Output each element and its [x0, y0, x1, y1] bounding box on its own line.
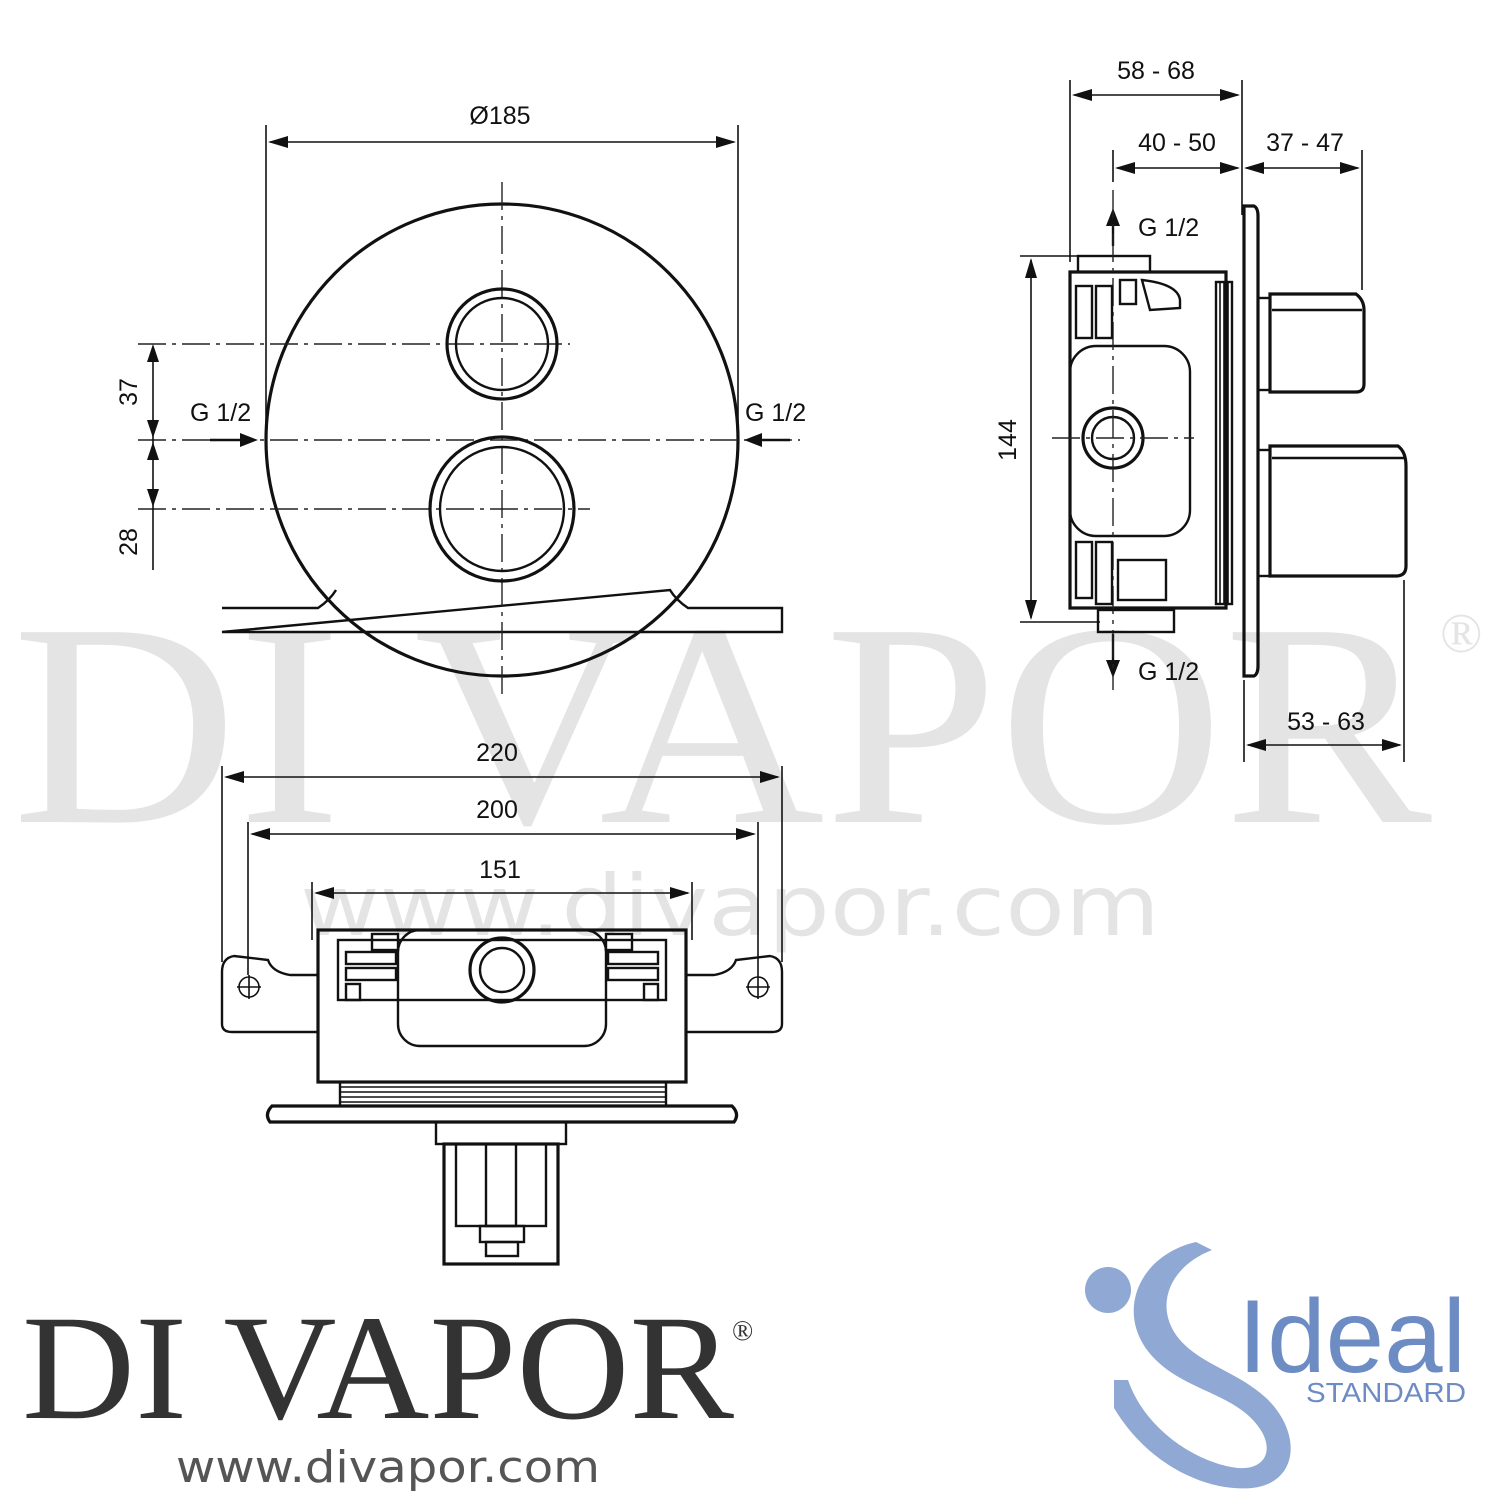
front-view: Ø185 37 28 G 1/2 G 1/2: [115, 102, 806, 700]
dimension-diameter: Ø185: [469, 102, 530, 130]
divapor-registered-mark: ®: [732, 1316, 753, 1347]
dimension-width-mid: 200: [476, 796, 518, 824]
ideal-logo-swoosh-icon: [1114, 1242, 1291, 1489]
dimension-height: 144: [994, 419, 1022, 461]
cover-plate-edge: [265, 1104, 739, 1124]
side-cover-plate: [1242, 204, 1260, 678]
side-view: 58 - 68 40 - 50 37 - 47 144 G 1/2 G 1/2: [994, 57, 1408, 762]
watermark-brand: DI VAPOR: [12, 564, 1434, 885]
dimension-offset-lower: 28: [115, 528, 143, 556]
ideal-logo-dot: [1085, 1267, 1131, 1313]
outlet-bottom-label: G 1/2: [1138, 658, 1199, 686]
lower-control-knob: [428, 435, 576, 583]
handle-stem: [434, 1120, 568, 1266]
divapor-logo: DI VAPOR ® www.divapor.com: [22, 1285, 753, 1493]
side-valve-body: [1052, 190, 1234, 690]
inlet-right-label: G 1/2: [745, 399, 806, 427]
dimension-depth-total: 58 - 68: [1117, 57, 1195, 85]
ideal-word: Ideal: [1238, 1279, 1466, 1395]
side-lower-handle: [1256, 444, 1408, 578]
mounting-lug-right: [686, 954, 784, 1034]
ideal-standard-word: STANDARD: [1306, 1377, 1466, 1408]
dimension-projection-lower: 53 - 63: [1287, 708, 1365, 736]
dimension-width-inner: 151: [479, 856, 521, 884]
outlet-top-label: G 1/2: [1138, 214, 1199, 242]
dimension-offset-upper: 37: [115, 378, 143, 406]
divapor-brand-text: DI VAPOR: [22, 1285, 734, 1451]
dimension-projection-upper: 37 - 47: [1266, 129, 1344, 157]
dimension-depth-inner: 40 - 50: [1138, 129, 1216, 157]
watermark-registered: ®: [1440, 603, 1483, 665]
side-upper-handle: [1256, 292, 1366, 394]
dimension-width-outer: 220: [476, 739, 518, 767]
inlet-left-label: G 1/2: [190, 399, 251, 427]
upper-control-knob: [445, 287, 559, 401]
mounting-bracket: [221, 588, 784, 634]
bottom-view: 220 200 151: [220, 739, 784, 1266]
mounting-lug-left: [220, 954, 318, 1034]
ideal-standard-logo: Ideal STANDARD: [1085, 1242, 1466, 1489]
divapor-url: www.divapor.com: [176, 1442, 600, 1493]
watermark-url: www.divapor.com: [300, 857, 1160, 955]
watermark: DI VAPOR ® www.divapor.com: [12, 564, 1483, 955]
threaded-sleeve: [338, 1080, 668, 1108]
